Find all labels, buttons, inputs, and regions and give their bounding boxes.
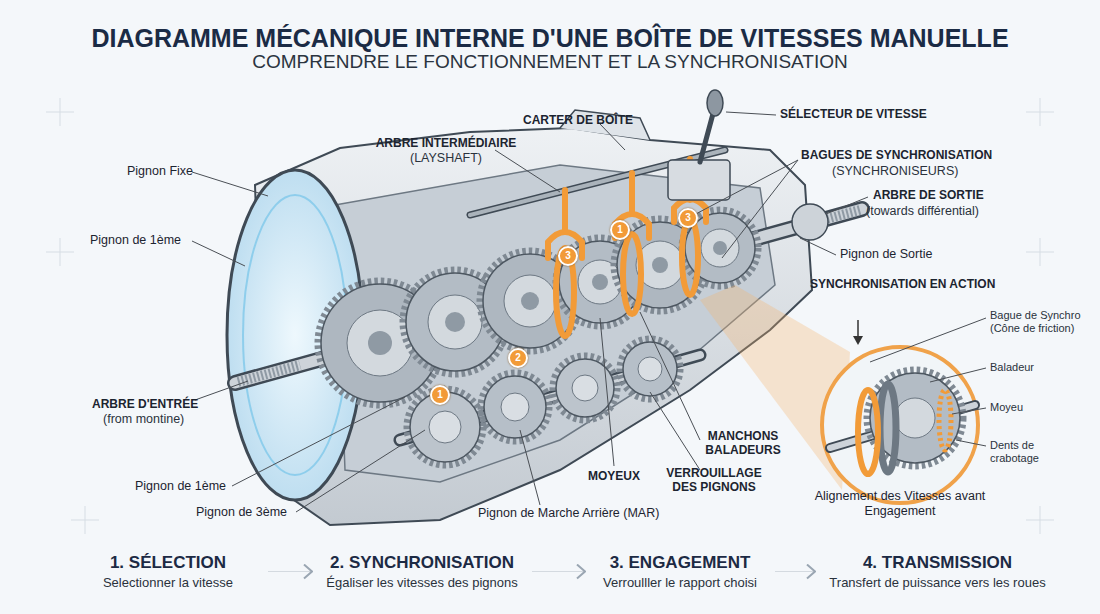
dog-teeth <box>939 390 951 450</box>
part-label: BAGUES DE SYNCHRONISATION <box>801 148 992 162</box>
part-label: Moyeu <box>990 401 1023 414</box>
gear-hub <box>428 295 482 349</box>
selector-knob <box>707 90 723 116</box>
step-text: Verroulller le rapport choisi <box>585 575 775 590</box>
synchro-ring <box>623 234 641 314</box>
step-title: 3. ENGAGEMENT <box>585 553 775 573</box>
gear-teeth <box>620 339 680 399</box>
part-label: COMPRENDRE LE FONCTIONNEMENT ET LA SYNCH… <box>252 51 847 74</box>
gear-bore <box>652 257 668 273</box>
part-label: (from montine) <box>103 412 184 427</box>
gear-hub <box>504 275 556 327</box>
motion-arrow <box>853 336 863 345</box>
part-label: MANCHONS BALADEURS <box>693 429 793 458</box>
part-label: (SYNCHRONISEURS) <box>832 164 958 179</box>
gear <box>556 359 614 417</box>
part-label: ARBRE INTERMÉDIAIRE <box>376 136 517 150</box>
part-label: Baladeur <box>990 361 1034 374</box>
gear <box>623 342 677 396</box>
step-box: 4. TRANSMISSION Transfert de puissance ve… <box>815 553 1060 590</box>
gear-hub <box>638 357 662 381</box>
step-connector <box>268 571 312 572</box>
part-label: (LAYSHAFT) <box>410 151 482 166</box>
part-label: Bague de Synchro (Cône de friction) <box>990 309 1095 335</box>
callout-number: 3 <box>558 246 578 266</box>
step-box: 1. SÉLECTION Selectionner la vitesse <box>68 553 268 590</box>
gear-bore <box>521 292 539 310</box>
selector-housing <box>668 160 730 200</box>
part-label: Pignon de 1ème <box>135 479 226 494</box>
part-label: MOYEUX <box>588 469 640 483</box>
gear-teeth <box>481 373 549 441</box>
zoom-inset <box>822 347 978 503</box>
gear-hub <box>578 260 622 304</box>
part-label: Pignon de 3ème <box>196 505 287 520</box>
step-text: Égaliser les vitesses des pignons <box>312 575 532 590</box>
callout-number: 3 <box>678 208 698 228</box>
step-title: 1. SÉLECTION <box>68 553 268 573</box>
part-label: Pignon de Sortie <box>840 247 932 262</box>
sliding-sleeve <box>880 384 896 472</box>
part-label: ARBRE DE SORTIE <box>873 188 984 202</box>
step-title: 4. TRANSMISSION <box>815 553 1060 573</box>
step-box: 2. SYNCHRONISATION Égaliser les vitesses … <box>312 553 532 590</box>
gear-bore <box>445 312 465 332</box>
leader-line <box>192 112 986 512</box>
step-title: 2. SYNCHRONISATION <box>312 553 532 573</box>
step-text: Transfert de puissance vers les roues <box>815 575 1060 590</box>
part-label: SÉLECTEUR DE VITESSE <box>780 107 927 121</box>
part-label: Pignon Fixe <box>127 164 193 179</box>
step-connector <box>532 571 585 572</box>
part-label: Dents de crabotage <box>990 439 1060 465</box>
part-label: Alignement des Vitesses avant Engagement <box>810 489 990 519</box>
input-shaft-splines <box>238 365 300 382</box>
callout-number: 2 <box>508 348 528 368</box>
output-flange <box>792 204 828 240</box>
gear-bore <box>713 241 727 255</box>
gear-teeth <box>553 356 617 420</box>
gear-bore <box>368 331 392 355</box>
part-label: ARBRE D'ENTRÉE <box>92 397 198 411</box>
gear-hub <box>895 398 935 438</box>
part-label: (towards différential) <box>866 204 979 219</box>
gear-hub <box>429 411 461 443</box>
part-label: Pignon de 1ème <box>90 233 181 248</box>
synchro-ring <box>858 390 878 474</box>
step-box: 3. ENGAGEMENT Verroulller le rapport choi… <box>585 553 775 590</box>
grid-cross <box>46 98 1054 534</box>
motion-arrow <box>857 320 859 338</box>
gear-hub <box>501 393 529 421</box>
part-label: Pignon de Marche Arrière (MAR) <box>478 506 659 521</box>
step-text: Selectionner la vitesse <box>68 575 268 590</box>
part-label: SYNCHRONISATION EN ACTION <box>810 277 995 291</box>
diagram-title: DIAGRAMME MÉCANIQUE INTERNE D'UNE BOÎTE … <box>0 24 1100 53</box>
callout-number: 1 <box>430 385 450 405</box>
callout-number: 1 <box>610 220 630 240</box>
gear-hub <box>701 229 739 267</box>
selector-lever <box>700 110 714 162</box>
synchro-ring <box>682 219 698 295</box>
gear-hub <box>572 375 598 401</box>
part-label: CARTER DE BOÎTE <box>523 113 633 127</box>
gear <box>484 376 546 438</box>
part-label: VERROUILLAGE DES PIGNONS <box>658 466 770 495</box>
zoom-wedge <box>700 285 850 490</box>
step-connector <box>775 571 815 572</box>
gear-bore <box>592 274 608 290</box>
